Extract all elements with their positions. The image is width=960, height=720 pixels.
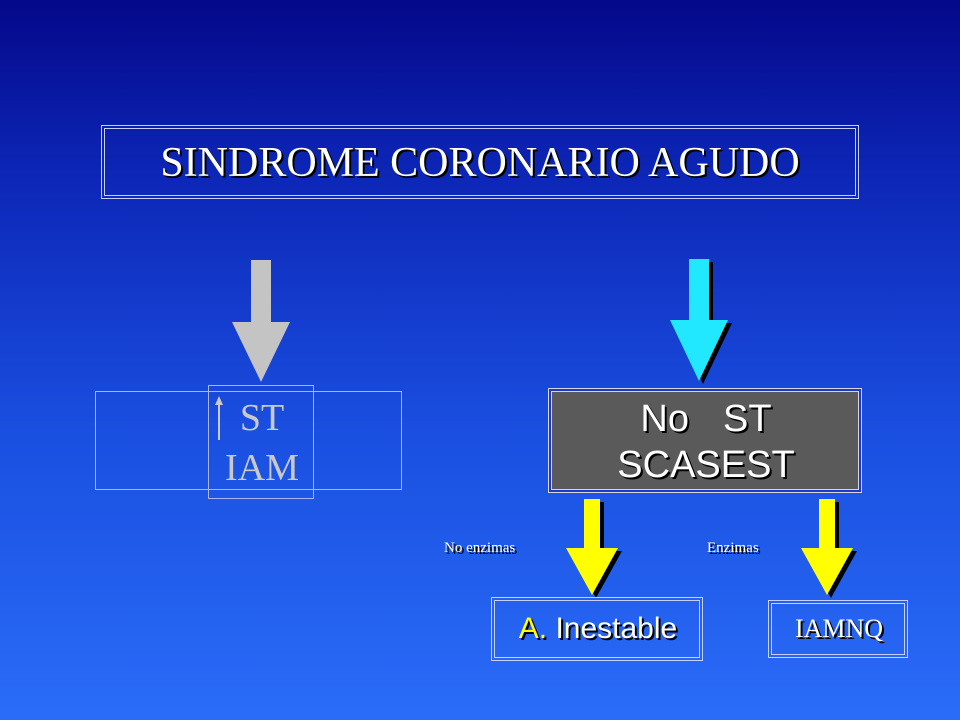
left-inner-box: ST IAM [208,385,314,499]
yellow-arrow-enzimas [801,499,857,598]
st-label: ST [723,398,772,440]
diagram-title: SINDROME CORONARIO AGUDO [160,140,800,186]
angina-inestable-label: A. Inestable [495,601,701,657]
angina-abbrev: A. [518,612,548,645]
scasest-box: No ST SCASEST [551,391,859,490]
iamnq-box: IAMNQ [768,600,908,658]
yellow-arrow-no-enzimas [566,499,622,598]
iamnq-label: IAMNQ [794,614,884,643]
left-iam-label: IAM [225,447,299,489]
no-label: No [640,398,689,440]
scasest-label: SCASEST [617,444,795,486]
cyan-arrow-down [670,259,732,384]
no-st-label: No ST [552,398,860,440]
left-st-label: ST [239,397,285,439]
title-box: SINDROME CORONARIO AGUDO [101,125,859,199]
left-up-arrow-icon [215,396,223,440]
inestable-text: Inestable [547,612,678,645]
left-outer-box [95,391,402,490]
gray-arrow-down [232,260,290,382]
angina-inestable-box: A. Inestable [491,597,703,661]
enzimas-label: Enzimas [707,540,759,556]
no-enzimas-label: No enzimas [444,540,516,556]
